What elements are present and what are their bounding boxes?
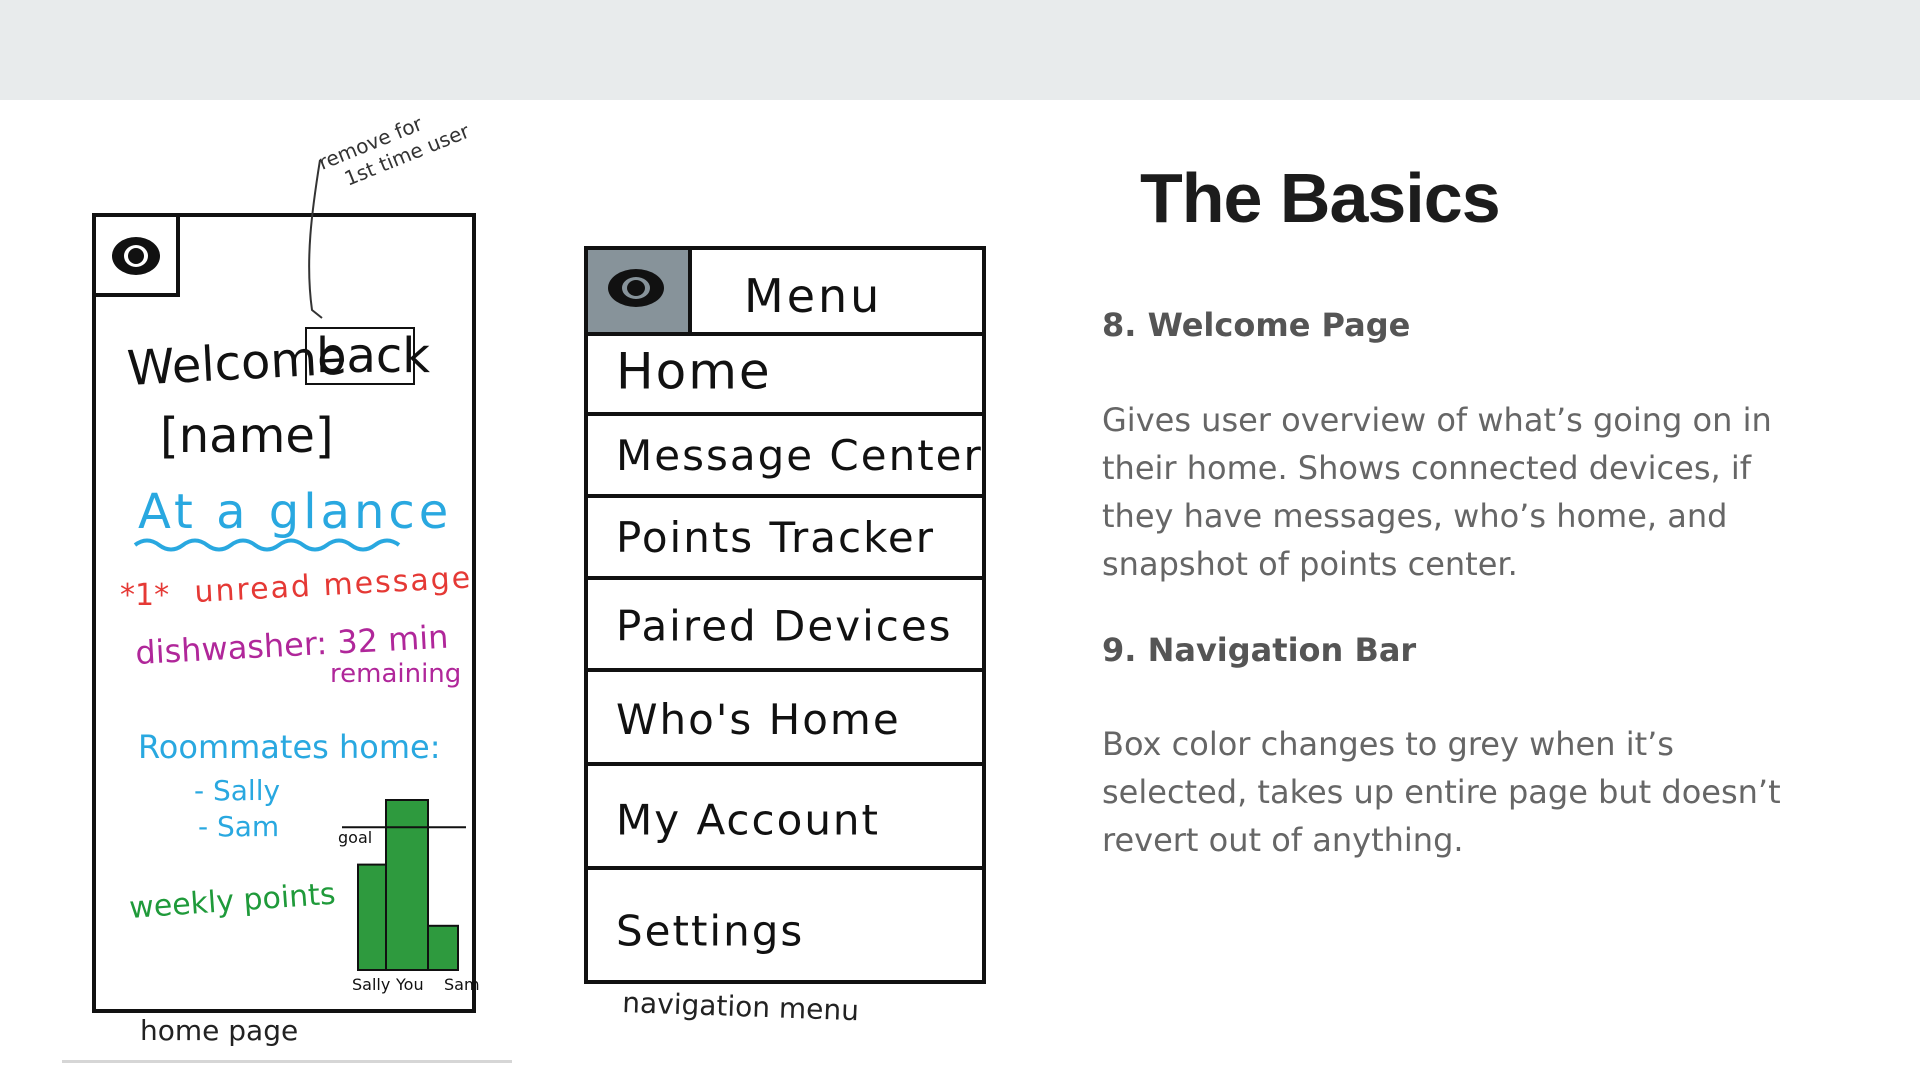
slide-header-bar [0, 0, 1920, 100]
roommate-sally: - Sally [194, 774, 280, 807]
wireframe-sketches: remove for 1st time user Welcome back [n… [92, 111, 986, 1047]
name-placeholder: [name] [160, 408, 334, 464]
section-body-navigation-bar: Box color changes to grey when it’s sele… [1102, 725, 1781, 859]
menu-item-who-s-home[interactable]: Who's Home [616, 695, 901, 744]
back-text: back [316, 328, 430, 384]
home-eye-box [92, 213, 180, 297]
menu-item-my-account[interactable]: My Account [616, 796, 880, 845]
roommates-home-heading: Roommates home: [138, 728, 440, 766]
bar-label-you: You [395, 975, 424, 994]
roommate-sam: - Sam [198, 810, 279, 843]
annotation-leader-line [308, 159, 323, 319]
eye-icon [112, 237, 160, 275]
menu-item-settings[interactable]: Settings [616, 907, 804, 956]
back-bracket [305, 327, 415, 385]
at-a-glance-underline [133, 538, 401, 552]
goal-label: goal [338, 828, 372, 847]
home-page-caption: home page [140, 1014, 298, 1047]
menu-item-points-tracker[interactable]: Points Tracker [616, 513, 935, 562]
menu-item-paired-devices[interactable]: Paired Devices [616, 602, 953, 651]
points-bar-you [385, 799, 429, 971]
nav-phone-frame [584, 246, 986, 984]
welcome-text: Welcome [126, 330, 348, 397]
divider-line [62, 1060, 512, 1063]
home-page-sketch: remove for 1st time user Welcome back [n… [92, 111, 480, 1047]
section-body-welcome-page: Gives user overview of what’s going on i… [1102, 401, 1772, 583]
menu-item-home[interactable]: Home [616, 342, 772, 400]
points-bar-sally [357, 863, 387, 971]
eye-icon [608, 269, 664, 307]
message-count-badge: *1* [120, 578, 169, 613]
weekly-points-label: weekly points [128, 877, 337, 926]
menu-item-message-center[interactable]: Message Center [616, 431, 983, 480]
section-heading-navigation-bar: 9. Navigation Bar [1102, 631, 1417, 669]
menu-title: Menu [744, 269, 882, 323]
dishwasher-remaining: remaining [330, 659, 461, 689]
points-bar-sam [427, 924, 459, 971]
weekly-points-chart: goal Sally You Sam [338, 799, 480, 994]
bar-label-sally: Sally [352, 975, 390, 994]
bar-label-sam: Sam [444, 975, 480, 994]
slide-title: The Basics [1140, 159, 1501, 237]
home-phone-frame [92, 213, 476, 1013]
section-heading-welcome-page: 8. Welcome Page [1102, 306, 1411, 344]
navigation-menu-caption: navigation menu [622, 986, 860, 1027]
at-a-glance-heading: At a glance [138, 484, 452, 540]
unread-message-text: unread message [194, 560, 473, 609]
